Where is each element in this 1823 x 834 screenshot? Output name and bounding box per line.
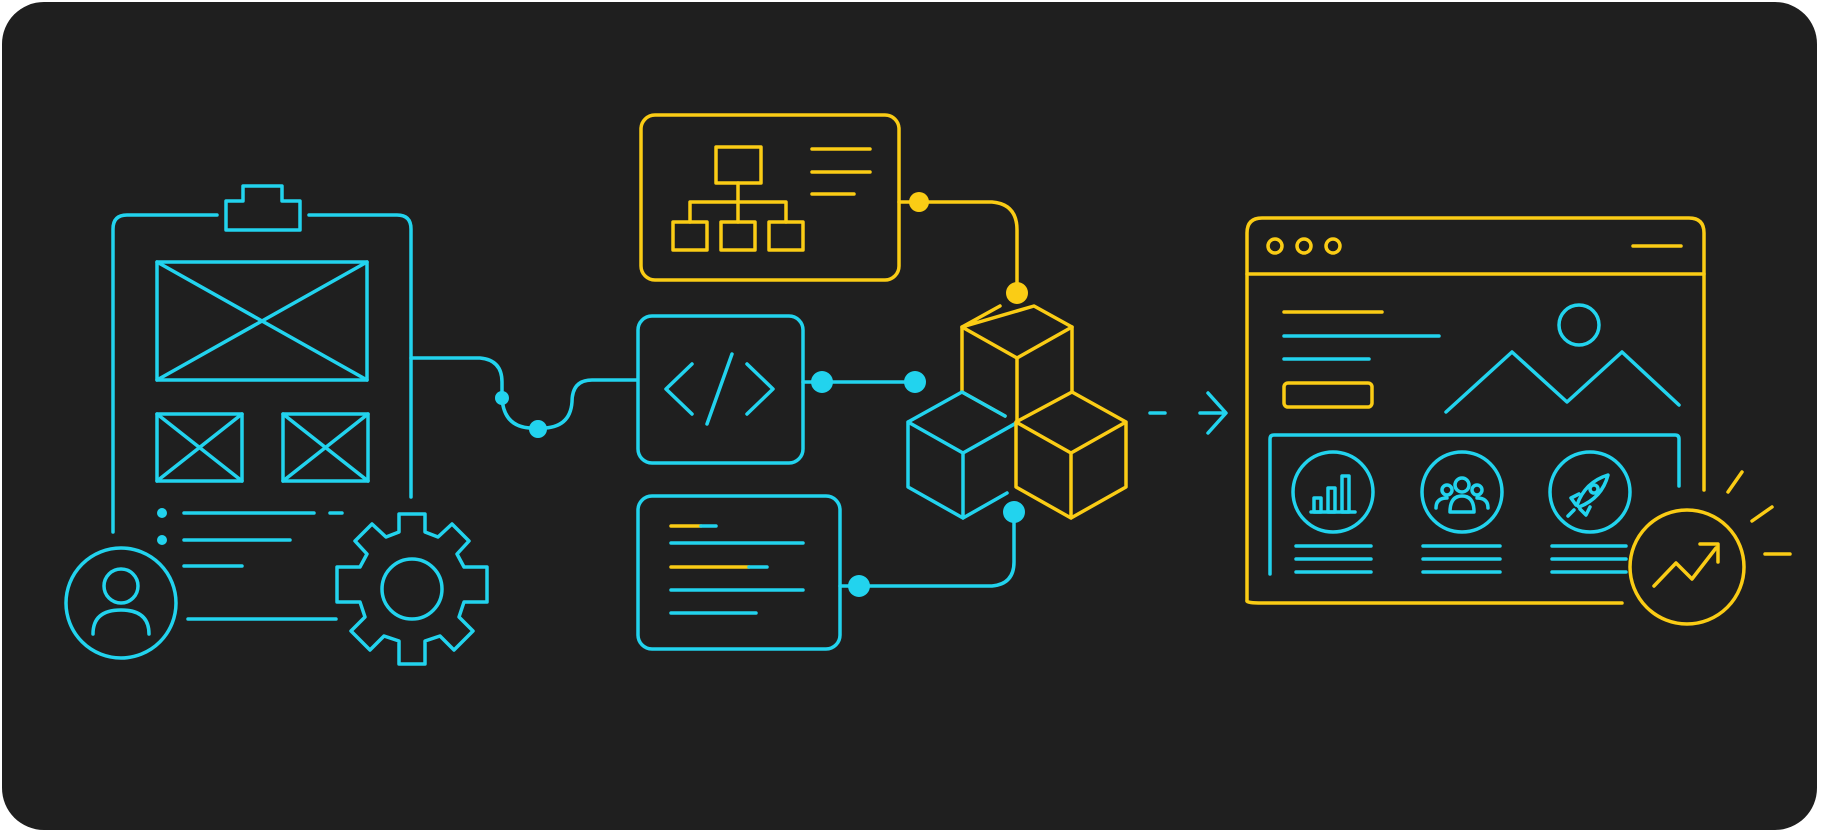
connector-document-to-modules (838, 501, 1025, 597)
bar-chart-icon (1291, 450, 1375, 574)
connector-code-to-modules (801, 371, 926, 393)
connector-wireframe-to-code (409, 356, 639, 438)
text-document-icon (636, 494, 842, 651)
rocket-icon (1548, 450, 1632, 574)
users-group-icon (1420, 450, 1504, 574)
dashed-arrow-icon (1148, 391, 1228, 435)
user-circle-icon (64, 546, 178, 660)
connector-architecture-to-modules (897, 192, 1028, 304)
gear-icon (335, 512, 489, 666)
stacked-cubes-icon (906, 304, 1128, 520)
trend-up-icon (1628, 470, 1792, 626)
org-chart-icon (639, 113, 901, 282)
code-brackets-icon (636, 314, 805, 465)
clipboard-wireframe-icon (111, 184, 413, 621)
browser-window-icon (1245, 216, 1706, 605)
